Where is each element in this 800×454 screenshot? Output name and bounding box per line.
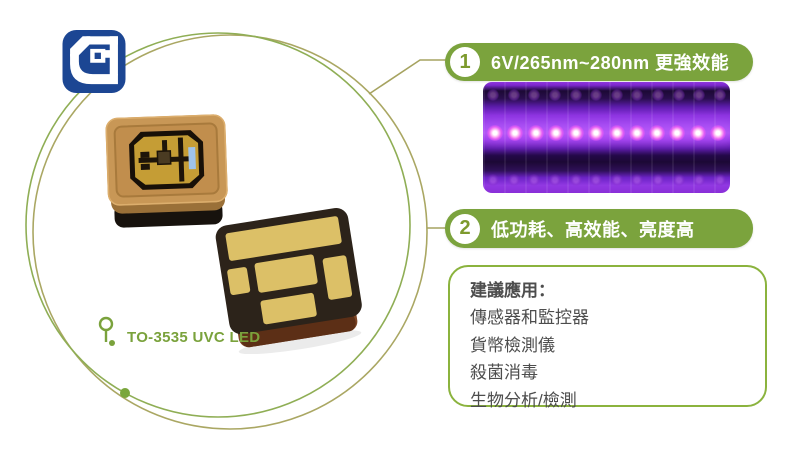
led-dot bbox=[527, 125, 544, 142]
circle-end-dot bbox=[120, 388, 130, 398]
led-dot bbox=[631, 89, 644, 102]
led-dot bbox=[672, 89, 685, 102]
led-dot bbox=[669, 125, 686, 142]
led-dot bbox=[507, 89, 520, 102]
led-dot bbox=[588, 125, 605, 142]
led-dot bbox=[590, 89, 603, 102]
led-dot bbox=[590, 173, 603, 186]
application-item: 生物分析/檢測 bbox=[470, 390, 577, 410]
led-dot bbox=[652, 89, 664, 102]
led-dot bbox=[713, 89, 726, 102]
pin-icon bbox=[98, 316, 115, 346]
feature-number-2: 2 bbox=[450, 213, 480, 244]
led-package-top-photo bbox=[105, 114, 228, 228]
led-dot bbox=[610, 173, 623, 186]
uv-dot-row-reflection-bottom bbox=[487, 173, 726, 186]
feature-number-1: 1 bbox=[450, 47, 480, 77]
led-dot bbox=[652, 173, 664, 186]
feature-badge-2: 2 低功耗、高效能、亮度高 bbox=[445, 209, 753, 248]
company-logo bbox=[62, 30, 126, 93]
connector-line-1 bbox=[368, 59, 447, 95]
led-dot bbox=[693, 173, 706, 186]
application-item: 貨幣檢測儀 bbox=[470, 335, 555, 355]
applications-box: 建議應用： 傳感器和監控器 貨幣檢測儀 殺菌消毒 生物分析/檢測 bbox=[448, 265, 767, 410]
uv-dot-row-reflection-top bbox=[487, 89, 726, 102]
led-dot bbox=[528, 89, 541, 102]
uv-led-strip-photo bbox=[483, 82, 730, 193]
led-dot bbox=[628, 125, 645, 142]
led-dot bbox=[507, 125, 524, 142]
feature-label-1: 6V/265nm~280nm 更強效能 bbox=[491, 53, 730, 73]
led-dot bbox=[528, 173, 541, 186]
led-dot bbox=[649, 125, 666, 142]
led-dot bbox=[568, 125, 585, 142]
inner-circle bbox=[25, 32, 411, 418]
led-dot bbox=[507, 173, 520, 186]
led-dot bbox=[693, 89, 706, 102]
led-dot bbox=[631, 173, 644, 186]
uv-glow bbox=[483, 124, 730, 145]
led-dot bbox=[548, 89, 561, 102]
led-dot bbox=[610, 89, 623, 102]
outer-circle bbox=[32, 34, 428, 430]
application-item: 傳感器和監控器 bbox=[470, 308, 589, 327]
led-dot bbox=[672, 173, 685, 186]
led-dot bbox=[569, 89, 582, 102]
led-dot bbox=[547, 125, 564, 142]
applications-title: 建議應用： bbox=[470, 281, 555, 300]
led-dot bbox=[689, 125, 706, 142]
uv-dot-row bbox=[487, 125, 726, 142]
feature-label-2: 低功耗、高效能、亮度高 bbox=[491, 219, 695, 240]
led-dot bbox=[487, 125, 503, 142]
led-dot bbox=[569, 173, 582, 186]
led-dot bbox=[548, 173, 561, 186]
led-dot bbox=[487, 89, 499, 102]
application-item: 殺菌消毒 bbox=[470, 363, 538, 382]
led-package-bottom-photo bbox=[215, 208, 362, 354]
product-name-label: TO-3535 UVC LED bbox=[127, 329, 261, 346]
led-dot bbox=[487, 173, 499, 186]
led-dot bbox=[713, 173, 726, 186]
led-dot bbox=[709, 125, 726, 142]
feature-badge-1: 1 6V/265nm~280nm 更強效能 bbox=[445, 43, 753, 81]
led-dot bbox=[608, 125, 625, 142]
